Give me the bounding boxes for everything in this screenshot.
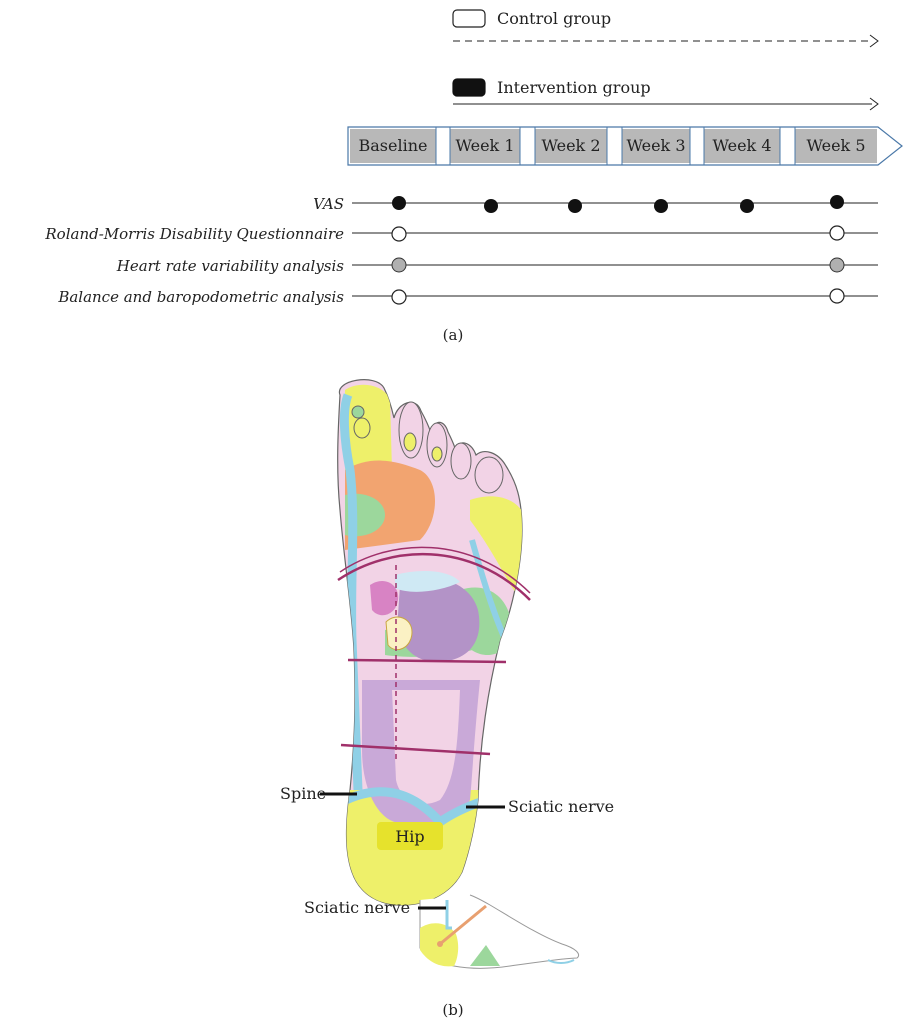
- side-foot-heel-dot: [437, 941, 443, 947]
- hip-label: Hip: [395, 827, 424, 846]
- timeline-label-baseline: Baseline: [359, 136, 428, 155]
- foot-zone-cream: [386, 617, 412, 650]
- timeline-label-week-5: Week 5: [806, 136, 865, 155]
- timeline-label-week-4: Week 4: [712, 136, 771, 155]
- timeline-label-week-2: Week 2: [541, 136, 600, 155]
- rmdq-marker-week-5: [830, 226, 844, 240]
- panel-a-caption: (a): [443, 326, 464, 344]
- timeline-label-week-3: Week 3: [626, 136, 685, 155]
- rmdq-marker-baseline: [392, 227, 406, 241]
- hrv-marker-week-5: [830, 258, 844, 272]
- hrv-marker-baseline: [392, 258, 406, 272]
- measure-row-hrv: Heart rate variability analysis: [116, 257, 878, 275]
- measure-label-balance: Balance and baropodometric analysis: [57, 288, 344, 306]
- big-toe-spot-2: [354, 418, 370, 438]
- spine-label: Spine: [280, 784, 326, 803]
- toe-4: [451, 443, 471, 479]
- measure-row-vas: VAS: [313, 195, 878, 213]
- measure-row-balance: Balance and baropodometric analysis: [57, 288, 878, 306]
- control-legend-swatch: [453, 10, 485, 27]
- measure-label-hrv: Heart rate variability analysis: [116, 257, 345, 275]
- foot-side-view: Sciatic nerve: [304, 895, 579, 968]
- toe-3-yellow-spot: [432, 447, 442, 461]
- measure-label-vas: VAS: [313, 195, 344, 213]
- toe-2-yellow-spot: [404, 433, 416, 451]
- legend: Control group Intervention group: [453, 9, 878, 110]
- timeline-bar: Baseline Week 1 Week 2 Week 3 Week 4 Wee…: [348, 127, 902, 165]
- vas-marker-week-2: [568, 199, 582, 213]
- measure-row-rmdq: Roland-Morris Disability Questionnaire: [44, 225, 878, 243]
- panel-b-caption: (b): [442, 1001, 463, 1019]
- intervention-legend-label: Intervention group: [497, 78, 651, 97]
- vas-marker-week-4: [740, 199, 754, 213]
- foot-sole-map: Hip: [330, 380, 540, 920]
- vas-marker-baseline: [392, 196, 406, 210]
- measure-label-rmdq: Roland-Morris Disability Questionnaire: [44, 225, 344, 243]
- big-toe-spot-1: [352, 406, 364, 418]
- intervention-legend-swatch: [453, 79, 485, 96]
- balance-marker-week-5: [830, 289, 844, 303]
- side-sciatic-nerve-label: Sciatic nerve: [304, 898, 410, 917]
- control-arrow-head: [870, 35, 878, 47]
- vas-marker-week-1: [484, 199, 498, 213]
- timeline-label-week-1: Week 1: [455, 136, 514, 155]
- vas-marker-week-5: [830, 195, 844, 209]
- sciatic-nerve-label: Sciatic nerve: [508, 797, 614, 816]
- control-legend-label: Control group: [497, 9, 611, 28]
- toe-5: [475, 457, 503, 493]
- vas-marker-week-3: [654, 199, 668, 213]
- balance-marker-baseline: [392, 290, 406, 304]
